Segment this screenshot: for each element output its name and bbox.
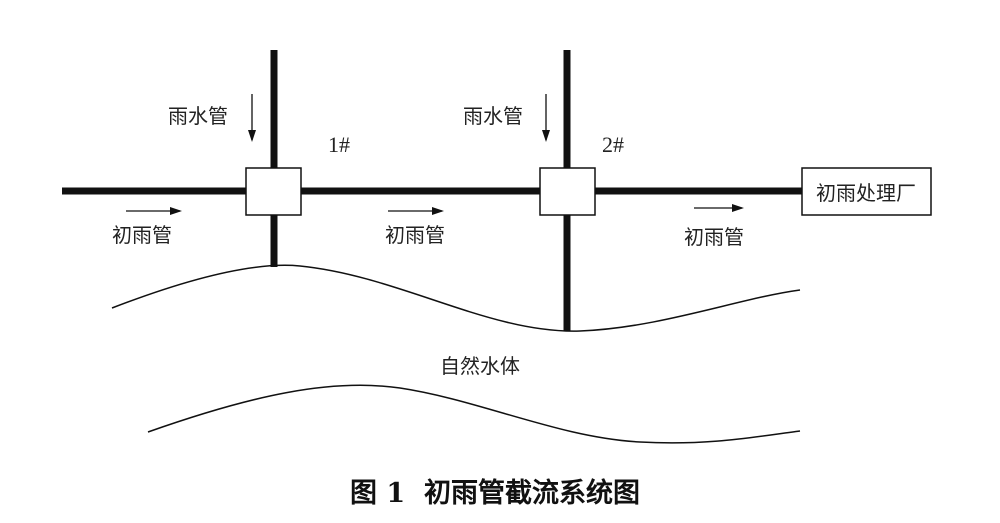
right-arrow-icon	[388, 207, 444, 215]
down-arrow-icon	[542, 94, 550, 142]
right-arrow-icon	[694, 204, 744, 212]
interception-well-1	[245, 167, 302, 216]
well-1-number: 1#	[328, 132, 350, 157]
treatment-plant-box	[801, 167, 932, 216]
treatment-plant-label: 初雨处理厂	[816, 181, 916, 205]
first-flush-pipe-label-2: 初雨管	[385, 223, 445, 247]
right-arrow-icon	[126, 207, 182, 215]
water-body-label: 自然水体	[440, 354, 520, 378]
first-flush-pipe-label-1: 初雨管	[112, 223, 172, 247]
rain-pipe-label-2: 雨水管	[463, 104, 523, 128]
rain-pipe-label-1: 雨水管	[168, 104, 228, 128]
down-arrow-icon	[248, 94, 256, 142]
first-flush-pipe-label-3: 初雨管	[684, 225, 744, 249]
water-body-upper-bank	[111, 264, 801, 332]
interception-well-2	[539, 167, 596, 216]
figure-caption: 图 1 初雨管截流系统图	[350, 477, 640, 509]
water-body-lower-bank	[147, 384, 801, 444]
well-2-number: 2#	[602, 132, 624, 157]
